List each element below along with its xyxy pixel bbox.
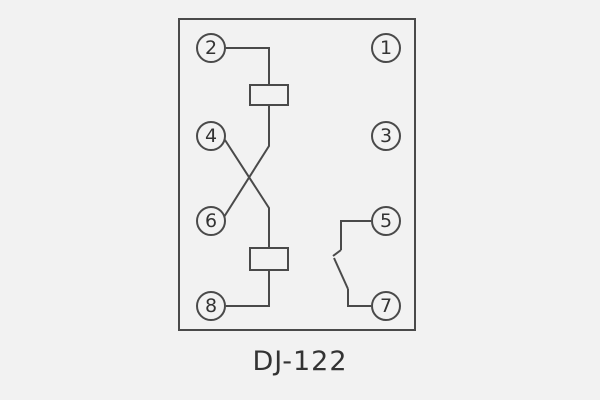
wire-terminal2-to-upper-coil bbox=[226, 47, 270, 85]
wire-terminal4-cross-lowercoil bbox=[224, 139, 270, 248]
lower-coil-symbol bbox=[249, 247, 289, 271]
terminal-7: 7 bbox=[371, 291, 401, 321]
terminal-2: 2 bbox=[196, 33, 226, 63]
contact-wire-terminal7 bbox=[347, 289, 371, 307]
terminal-6: 6 bbox=[196, 206, 226, 236]
terminal-5: 5 bbox=[371, 206, 401, 236]
enclosure-frame bbox=[178, 18, 416, 331]
wire-lowercoil-to-terminal8 bbox=[226, 270, 270, 307]
contact-fixed-wire-terminal5 bbox=[340, 220, 371, 250]
contact-fixed-tick bbox=[332, 249, 342, 257]
terminal-8: 8 bbox=[196, 291, 226, 321]
terminal-4: 4 bbox=[196, 121, 226, 151]
contact-blade bbox=[333, 257, 349, 290]
upper-coil-symbol bbox=[249, 84, 289, 106]
terminal-1: 1 bbox=[371, 33, 401, 63]
model-title: DJ-122 bbox=[252, 346, 348, 377]
wire-uppercoil-cross-terminal6 bbox=[223, 105, 270, 218]
terminal-3: 3 bbox=[371, 121, 401, 151]
